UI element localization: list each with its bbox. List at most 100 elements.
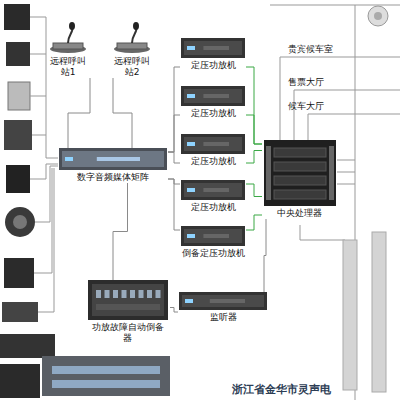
- switcher-case: [88, 280, 168, 320]
- device-label: 定压功放机: [180, 202, 246, 213]
- device-illustration: [88, 280, 168, 320]
- rack-slot: [274, 190, 326, 199]
- device-illustration: [181, 86, 245, 106]
- device-label: 中央处理器: [262, 208, 337, 219]
- speaker-device: [4, 258, 34, 288]
- mic-base: [117, 43, 147, 49]
- zone-wire: [337, 160, 355, 161]
- central-processor: 中央处理器: [262, 140, 337, 219]
- zone-wire: [280, 57, 400, 140]
- signal-wire: [32, 135, 46, 136]
- processor-case: [264, 140, 336, 206]
- device-label: 功放故障自动倒备器: [88, 322, 168, 344]
- amplifier: 定压功放机: [180, 134, 246, 167]
- signal-cable: [246, 115, 262, 144]
- front-display: [203, 234, 229, 238]
- status-led: [187, 234, 195, 238]
- device-illustration: [43, 22, 93, 54]
- device-label: 监听器: [179, 312, 267, 323]
- rack-panel: [184, 41, 242, 55]
- rack-device: [42, 356, 170, 396]
- device-illustration: [59, 148, 167, 170]
- device-illustration: [179, 292, 267, 310]
- monitor-unit: 监听器: [178, 292, 268, 323]
- rack-handle: [266, 146, 271, 200]
- signal-cable: [246, 215, 262, 230]
- switch-led: [155, 290, 160, 298]
- mic-head: [133, 22, 139, 30]
- rack-slot: [274, 176, 326, 185]
- device-label: 远程呼叫站2: [111, 56, 153, 78]
- device-label: 远程呼叫站1: [47, 56, 89, 78]
- tuner-device: [4, 120, 32, 150]
- column-speaker: [343, 240, 357, 390]
- rack-device: [0, 364, 40, 398]
- ceiling-speaker: [374, 12, 382, 20]
- rack-panel: [52, 366, 160, 374]
- status-led: [185, 299, 193, 303]
- front-display: [203, 46, 229, 50]
- switch-led: [104, 290, 109, 298]
- switch-led: [130, 290, 135, 298]
- rack-device: [0, 334, 55, 358]
- signal-cable: [246, 67, 262, 144]
- speaker-device: [6, 165, 30, 193]
- rack-case: [181, 226, 245, 246]
- speaker-device: [6, 42, 30, 66]
- rack-slot: [96, 304, 160, 310]
- rack-panel: [52, 380, 160, 388]
- amplifier: 定压功放机: [180, 180, 246, 213]
- signal-cable: [68, 78, 90, 148]
- signal-cable: [246, 184, 262, 197]
- zone-label: 候车大厅: [288, 101, 324, 112]
- signal-wire: [30, 96, 46, 97]
- rack-panel: [184, 183, 242, 197]
- rack-slot: [274, 148, 326, 157]
- column-speaker: [372, 232, 386, 392]
- rack-case: [181, 38, 245, 58]
- signal-cable: [170, 308, 178, 313]
- switcher-panel: [92, 284, 164, 316]
- amplifier: 定压功放机: [180, 86, 246, 119]
- device-label: 数字音频媒体矩阵: [59, 172, 167, 183]
- device-illustration: [264, 140, 336, 206]
- signal-wire: [35, 166, 58, 222]
- speaker-device: [4, 4, 30, 30]
- signal-cable: [246, 151, 262, 164]
- front-display: [97, 157, 140, 161]
- device-illustration: [181, 226, 245, 246]
- switch-led: [96, 290, 101, 298]
- switch-led: [113, 290, 118, 298]
- device-label: 倒备定压功放机: [180, 248, 246, 259]
- signal-wire: [38, 168, 54, 312]
- signal-wire: [34, 168, 52, 273]
- audio-matrix: 数字音频媒体矩阵: [58, 148, 168, 183]
- device-label: 定压功放机: [180, 60, 246, 71]
- front-display: [203, 188, 229, 192]
- watermark: 浙江省金华市灵声电: [232, 384, 331, 395]
- zone-wire: [300, 225, 345, 240]
- mic-base: [53, 43, 83, 49]
- rack-handle: [329, 146, 334, 200]
- device-label: 定压功放机: [180, 156, 246, 167]
- rack-panel: [184, 89, 242, 103]
- rack-case: [181, 134, 245, 154]
- switch-led: [121, 290, 126, 298]
- signal-cable: [168, 152, 180, 163]
- rack-device: [2, 302, 38, 322]
- rack-panel: [62, 151, 164, 167]
- signal-wire: [30, 54, 46, 55]
- rack-panel: [184, 137, 242, 151]
- status-led: [187, 46, 195, 50]
- status-led: [65, 157, 73, 161]
- signal-cable: [168, 67, 180, 152]
- zone-wire: [337, 172, 355, 173]
- device-illustration: [181, 134, 245, 154]
- signal-cable: [113, 183, 128, 280]
- rack-case: [59, 148, 167, 170]
- zone-wire: [337, 184, 355, 185]
- device-illustration: [181, 38, 245, 58]
- zone-wire: [355, 5, 400, 6]
- status-led: [187, 94, 195, 98]
- ceiling-speaker: [368, 6, 388, 26]
